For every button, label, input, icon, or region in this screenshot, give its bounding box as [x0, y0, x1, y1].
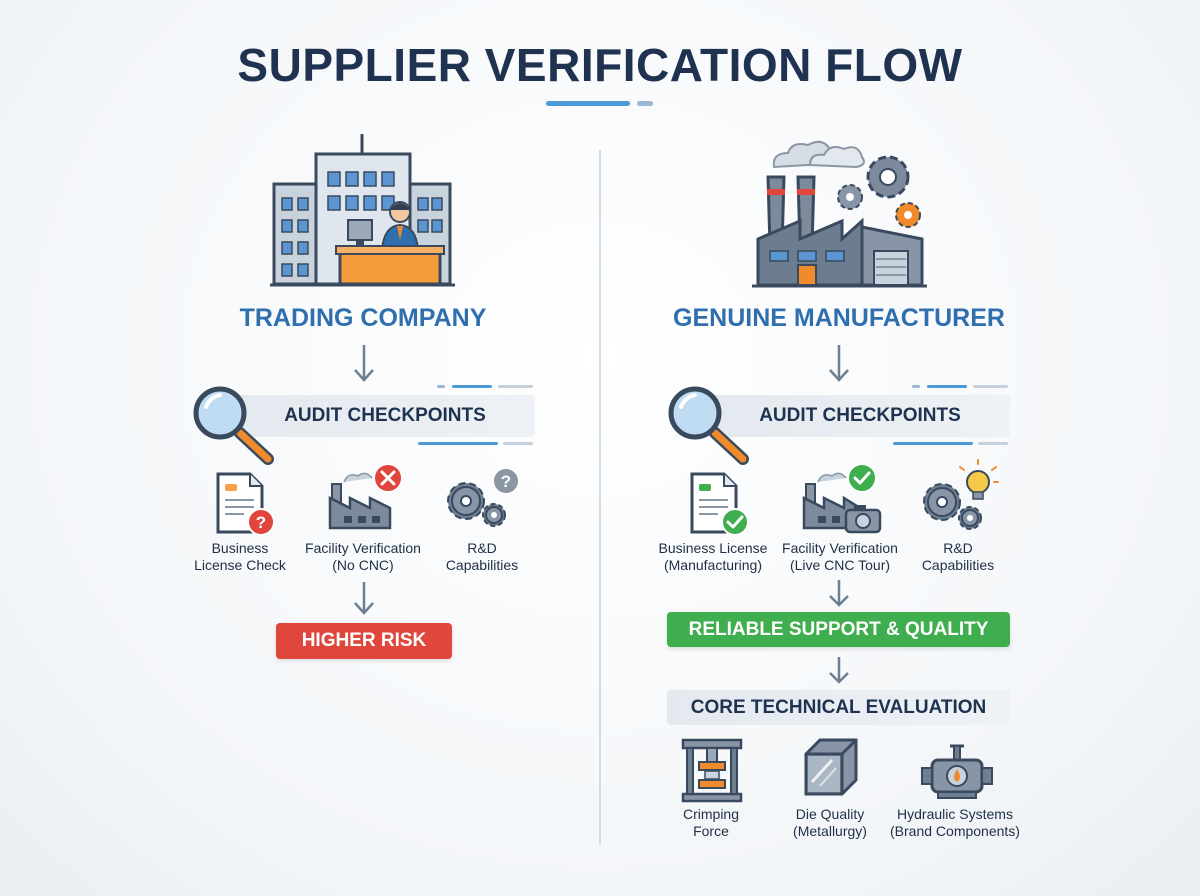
gears-icon [923, 459, 999, 530]
metal-cube-icon [804, 738, 858, 796]
checkpoint-label-line: Capabilities [445, 557, 519, 573]
checkpoint-label-line: (No CNC) [332, 557, 394, 573]
svg-text:?: ? [256, 513, 266, 532]
checkpoint-label-line: (Manufacturing) [663, 557, 763, 573]
checkpoint-label-line: Business [211, 540, 269, 556]
decor-line [893, 442, 973, 445]
factory-small-icon [802, 463, 882, 534]
title-underline-accent [637, 101, 653, 106]
checkpoint-label: Business License Check [180, 540, 300, 574]
decor-line [498, 385, 533, 388]
core-evaluation-panel: CORE TECHNICAL EVALUATION [667, 690, 1010, 725]
document-icon [690, 472, 749, 536]
page-title: SUPPLIER VERIFICATION FLOW [237, 39, 963, 91]
checkpoint-label-line: R&D [467, 540, 497, 556]
trading-company-heading: TRADING COMPANY [239, 304, 487, 332]
audit-checkpoints-panel: AUDIT CHECKPOINTS [235, 395, 535, 437]
evaluation-label-line: (Metallurgy) [793, 823, 867, 839]
higher-risk-badge: HIGHER RISK [276, 623, 452, 659]
checkpoint-label-line: Facility Verification [305, 540, 421, 556]
evaluation-label: Crimping Force [656, 806, 766, 840]
column-divider [599, 150, 601, 845]
checkpoint-label: R&D Capabilities [898, 540, 1018, 574]
checkpoint-label: Facility Verification (No CNC) [293, 540, 433, 574]
evaluation-label-line: Hydraulic Systems [897, 806, 1013, 822]
arrow-down-icon [354, 582, 374, 615]
checkpoint-label-line: (Live CNC Tour) [789, 557, 891, 573]
press-icon [681, 738, 743, 803]
evaluation-label: Hydraulic Systems (Brand Components) [880, 806, 1030, 840]
checkpoint-label: Facility Verification (Live CNC Tour) [770, 540, 910, 574]
checkpoint-label-line: Facility Verification [782, 540, 898, 556]
checkpoint-label-line: Capabilities [921, 557, 995, 573]
evaluation-label-line: Force [693, 823, 729, 839]
office-building-icon [270, 134, 455, 287]
decor-line [437, 385, 445, 388]
magnifier-icon [668, 386, 749, 465]
checkpoint-label: Business License (Manufacturing) [650, 540, 776, 574]
decor-line [973, 385, 1008, 388]
checkpoint-label-line: R&D [943, 540, 973, 556]
genuine-manufacturer-heading: GENUINE MANUFACTURER [673, 304, 1005, 332]
evaluation-label-line: Die Quality [795, 806, 865, 822]
arrow-down-icon [354, 345, 374, 382]
audit-checkpoints-panel: AUDIT CHECKPOINTS [710, 395, 1010, 437]
checkpoint-label-line: Business License [658, 540, 768, 556]
checkpoint-label-line: License Check [194, 557, 286, 573]
checkpoint-label: R&D Capabilities [422, 540, 542, 574]
decor-line [418, 442, 498, 445]
decor-line [912, 385, 920, 388]
magnifier-icon [193, 386, 274, 465]
gears-icon: ? [447, 467, 520, 527]
reliable-support-badge: RELIABLE SUPPORT & QUALITY [667, 612, 1010, 647]
evaluation-label-line: (Brand Components) [890, 823, 1020, 839]
decor-line [978, 442, 1008, 445]
arrow-down-icon [829, 345, 849, 382]
document-icon: ? [216, 472, 275, 536]
decor-line [452, 385, 492, 388]
factory-icon [752, 140, 927, 288]
evaluation-label: Die Quality (Metallurgy) [772, 806, 888, 840]
svg-text:?: ? [501, 472, 511, 491]
arrow-down-icon [829, 580, 849, 607]
evaluation-label-line: Crimping [682, 806, 739, 822]
title-underline [546, 101, 630, 106]
decor-line [927, 385, 967, 388]
lightbulb-icon [959, 459, 999, 500]
factory-small-icon [328, 463, 403, 530]
decor-line [503, 442, 533, 445]
arrow-down-icon [829, 657, 849, 684]
hydraulic-pump-icon [921, 744, 993, 799]
